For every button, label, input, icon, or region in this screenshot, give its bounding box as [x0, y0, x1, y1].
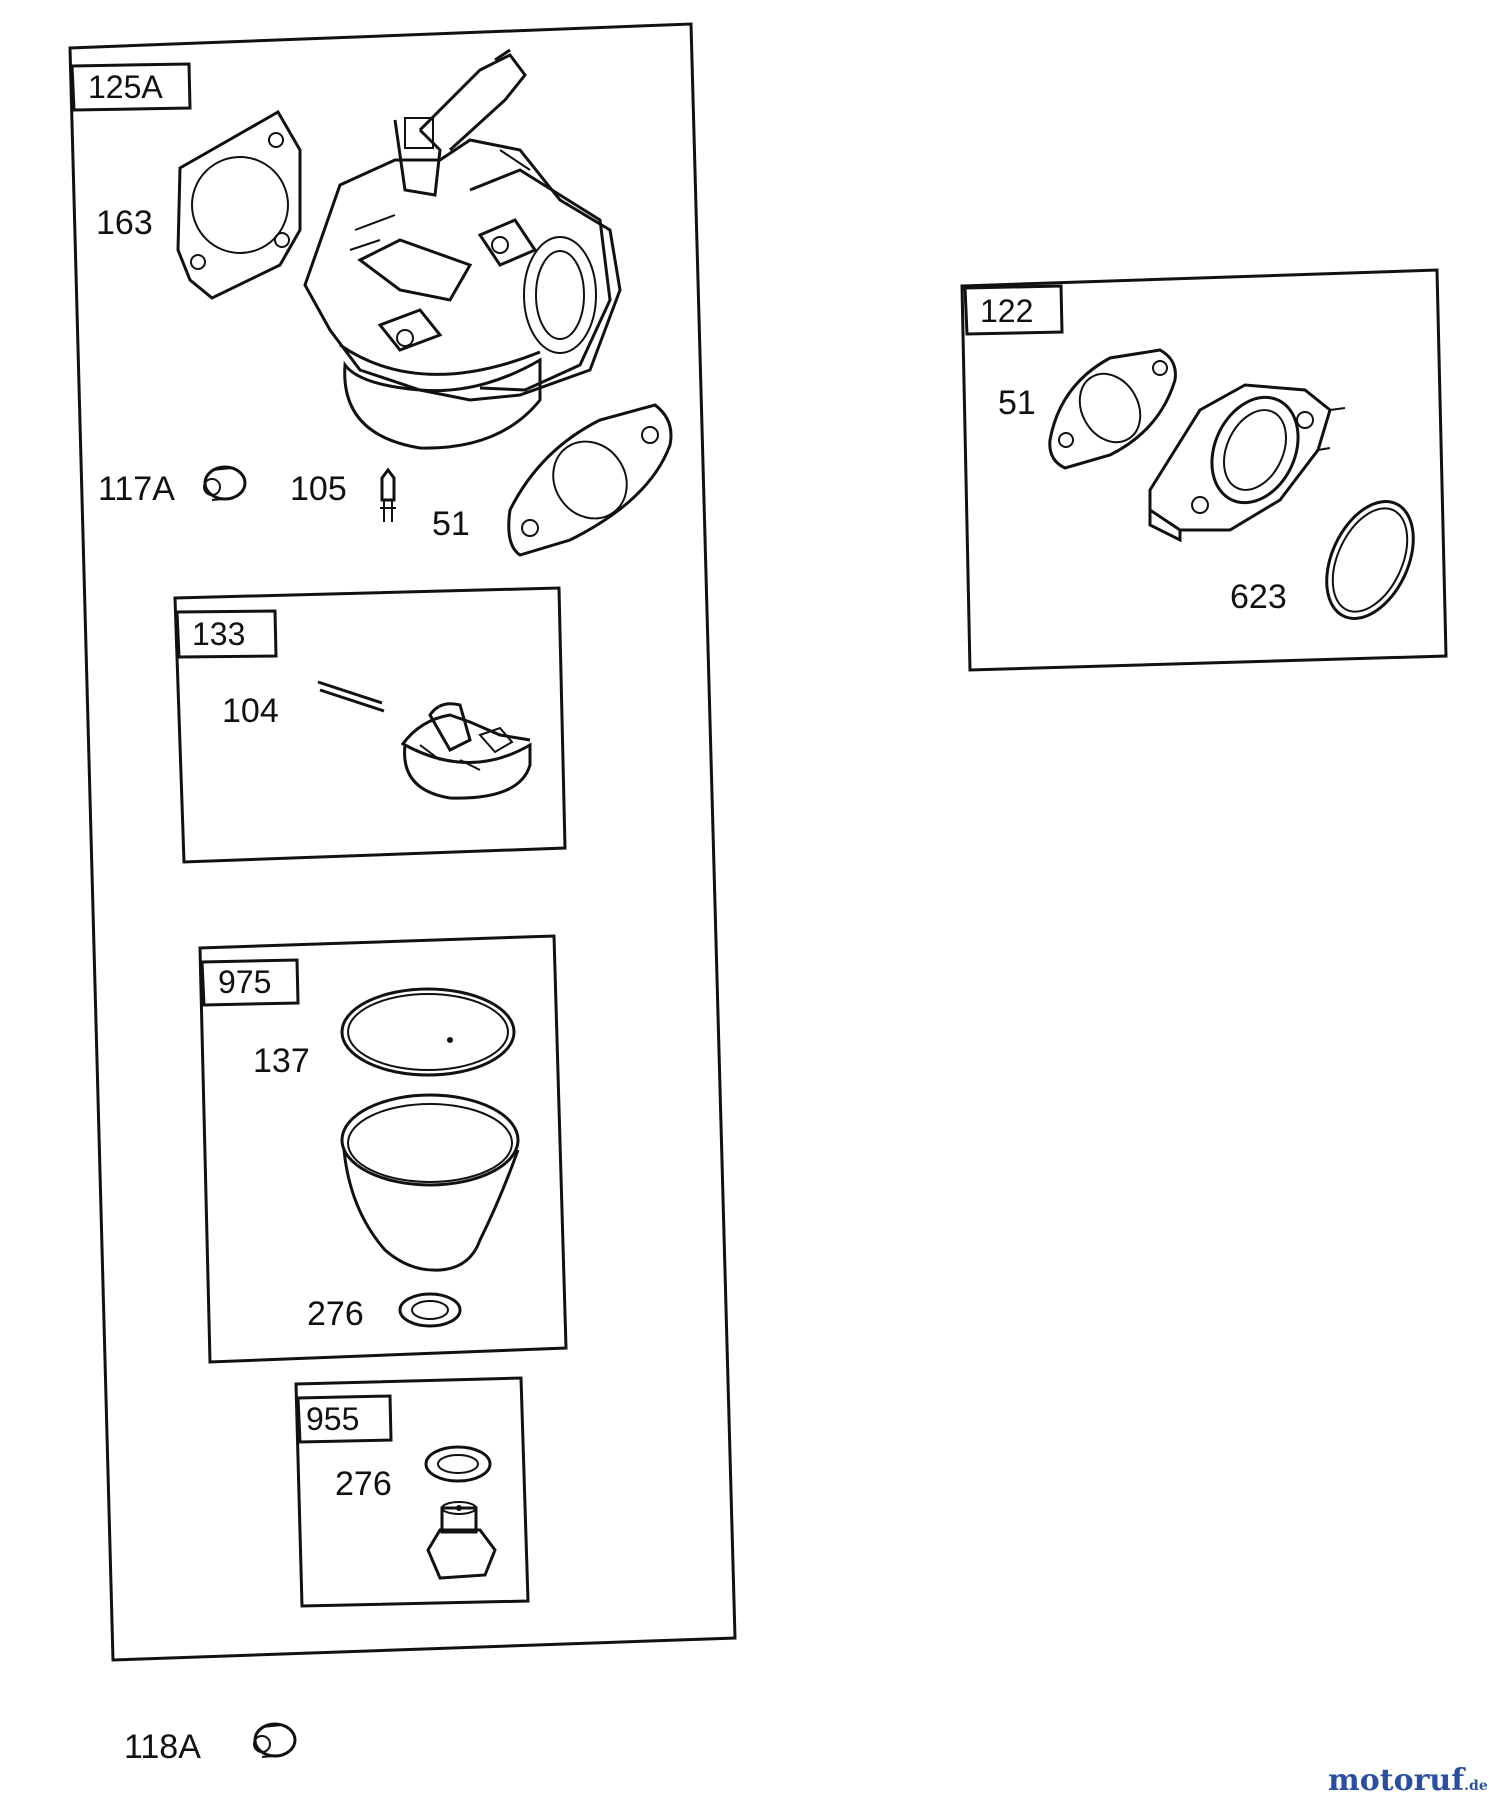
part-label-276-bolt: 276: [335, 1465, 392, 1503]
part-label-51-122: 51: [998, 384, 1036, 422]
group-955-frame: [294, 1376, 530, 1608]
group-975-tag: 975: [218, 964, 271, 1000]
group-975-frame: [198, 934, 568, 1364]
gasket-51-122-drawing: [1048, 348, 1177, 470]
svg-text:motoruf.de: motoruf.de: [1328, 1763, 1488, 1798]
washer-276-bolt-drawing: [424, 1445, 492, 1483]
group-122-tag-box: [963, 284, 1064, 336]
part-label-105: 105: [290, 470, 347, 508]
pin-104-drawing: [317, 680, 385, 713]
group-125a-tag-box: [70, 62, 192, 112]
washer-276-bowl-drawing: [398, 1292, 462, 1328]
fuel-bowl-drawing: [340, 1093, 520, 1272]
part-label-163: 163: [96, 204, 153, 242]
group-955-tag-box: [296, 1394, 393, 1444]
part-label-117a: 117A: [98, 470, 175, 508]
group-133-tag: 133: [192, 616, 245, 652]
group-125a-tag: 125A: [88, 69, 163, 105]
part-label-118a: 118A: [124, 1728, 201, 1766]
watermark-logo: motoruf.de: [1328, 1763, 1488, 1798]
group-133-frame: [173, 586, 567, 864]
part-label-623: 623: [1230, 578, 1287, 616]
part-label-51-main: 51: [432, 505, 470, 543]
group-133-tag-box: [175, 609, 278, 659]
part-label-104: 104: [222, 692, 279, 730]
nut-118a-drawing: [253, 1722, 297, 1758]
part-label-276-bowl: 276: [307, 1295, 364, 1333]
oring-623-drawing: [1325, 500, 1415, 620]
watermark-text: motoruf: [1328, 1763, 1466, 1798]
gasket-51-main-drawing: [507, 403, 673, 557]
group-122-frame: [960, 268, 1448, 672]
gasket-163-drawing: [176, 109, 302, 300]
adapter-flange-drawing: [1148, 383, 1346, 543]
bowl-nut-drawing: [426, 1501, 497, 1580]
oring-137-drawing: [340, 987, 516, 1077]
needle-105-drawing: [380, 467, 396, 522]
group-975-tag-box: [200, 958, 300, 1007]
watermark-suffix: .de: [1464, 1778, 1488, 1794]
group-122-tag: 122: [980, 293, 1033, 329]
group-955-tag: 955: [306, 1401, 359, 1437]
group-125a-frame: [68, 22, 737, 1662]
float-drawing: [400, 702, 532, 800]
carburetor-drawing: [303, 48, 622, 450]
nut-117a-drawing: [203, 465, 247, 501]
part-label-137: 137: [253, 1042, 310, 1080]
